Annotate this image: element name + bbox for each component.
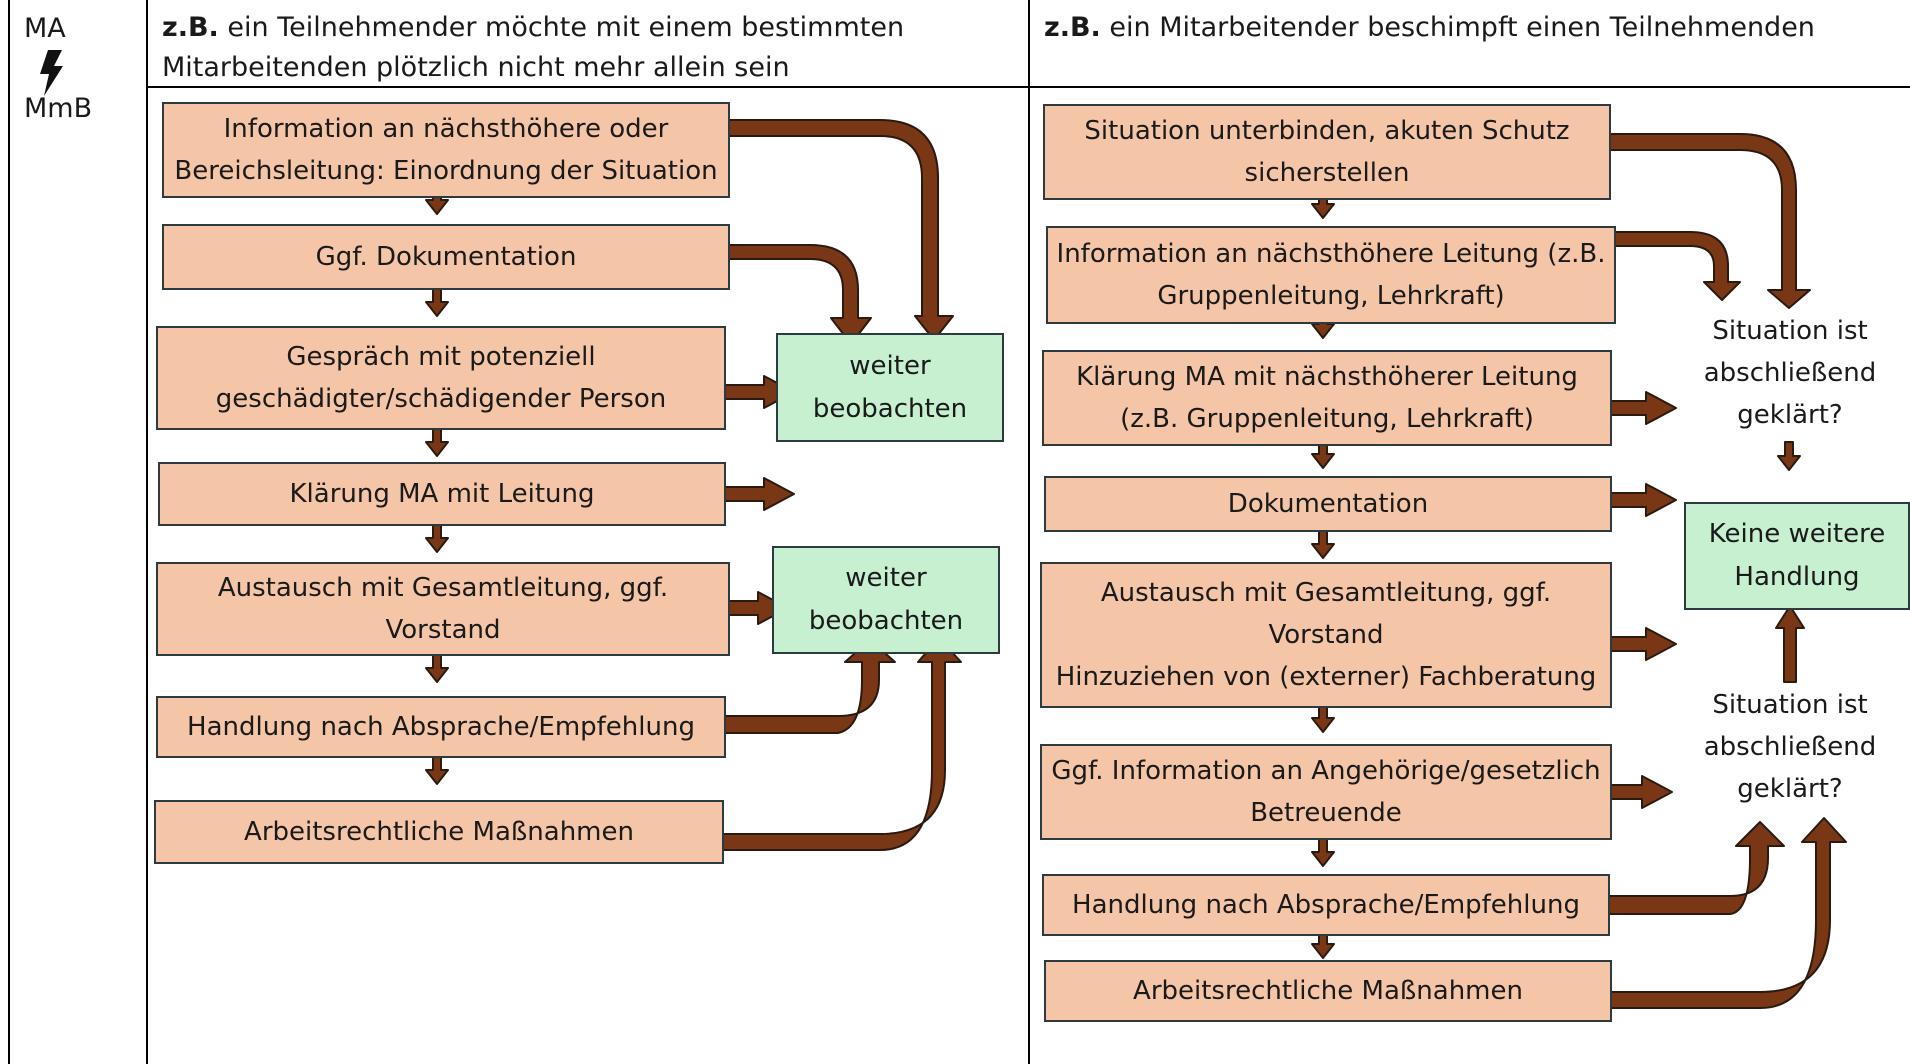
left-outcome-2: weiter beobachten	[772, 546, 1000, 654]
left-step-5: Austausch mit Gesamtleitung, ggf. Vorsta…	[156, 562, 730, 656]
role-label-top: MA	[24, 13, 66, 44]
right-step-1: Situation unterbinden, akuten Schutz sic…	[1043, 104, 1611, 200]
right-question-2: Situation ist abschließend geklärt?	[1703, 690, 1877, 804]
grid-line-left	[8, 0, 10, 1064]
role-label-bottom: MmB	[24, 93, 93, 124]
grid-line-col2	[1028, 0, 1030, 1064]
left-step-1: Information an nächsthöhere oder Bereich…	[162, 102, 730, 198]
right-curve-arrow-4	[1595, 817, 1847, 1009]
right-curve-arrow-1	[1599, 133, 1811, 309]
right-down-arrow-4	[1311, 529, 1335, 559]
left-down-arrow-3	[425, 427, 449, 457]
left-down-arrow-4	[425, 523, 449, 553]
header-divider	[146, 86, 1910, 88]
left-step-4: Klärung MA mit Leitung	[158, 462, 726, 526]
right-step-8: Arbeitsrechtliche Maßnahmen	[1044, 960, 1612, 1022]
lightning-icon	[40, 50, 63, 96]
right-outcome: Keine weitere Handlung	[1684, 502, 1910, 610]
left-outcome-1: weiter beobachten	[776, 333, 1004, 442]
left-curve-arrow-1	[709, 119, 954, 341]
right-step-2: Information an nächsthöhere Leitung (z.B…	[1046, 226, 1616, 324]
left-step-2: Ggf. Dokumentation	[162, 224, 730, 290]
right-step-4: Dokumentation	[1044, 476, 1612, 532]
right-step-3: Klärung MA mit nächsthöherer Leitung (z.…	[1042, 350, 1612, 446]
right-step-7: Handlung nach Absprache/Empfehlung	[1042, 874, 1610, 936]
left-down-arrow-2	[425, 287, 449, 317]
right-curve-arrow-2	[1603, 231, 1741, 301]
left-step-6: Handlung nach Absprache/Empfehlung	[156, 696, 726, 758]
left-down-arrow-5	[425, 653, 449, 683]
left-column-header: z.B. ein Teilnehmender möchte mit einem …	[162, 8, 1002, 88]
right-step-6: Ggf. Information an Angehörige/gesetzlic…	[1040, 744, 1612, 840]
right-curve-arrow-3	[1591, 821, 1785, 915]
right-question-1: Situation ist abschließend geklärt?	[1703, 316, 1877, 430]
left-step-3: Gespräch mit potenziell geschädigter/sch…	[156, 326, 726, 430]
right-step-5: Austausch mit Gesamtleitung, ggf. Vorsta…	[1040, 562, 1612, 708]
right-down-arrow-6	[1311, 837, 1335, 867]
left-curve-arrow-4	[705, 637, 962, 851]
left-header-text: ein Teilnehmender möchte mit einem besti…	[162, 12, 905, 83]
question1-down-arrow	[1777, 441, 1801, 471]
left-header-bold: z.B.	[162, 12, 219, 43]
right-header-text: ein Mitarbeitender beschimpft einen Teil…	[1100, 12, 1815, 43]
question2-up-arrow	[1775, 605, 1805, 683]
right-down-arrow-5	[1311, 703, 1335, 733]
right-column-header: z.B. ein Mitarbeitender beschimpft einen…	[1044, 8, 1904, 48]
left-down-arrow-6	[425, 755, 449, 785]
right-header-bold: z.B.	[1044, 12, 1101, 43]
left-step-7: Arbeitsrechtliche Maßnahmen	[154, 800, 724, 864]
grid-line-col1	[146, 0, 148, 1064]
